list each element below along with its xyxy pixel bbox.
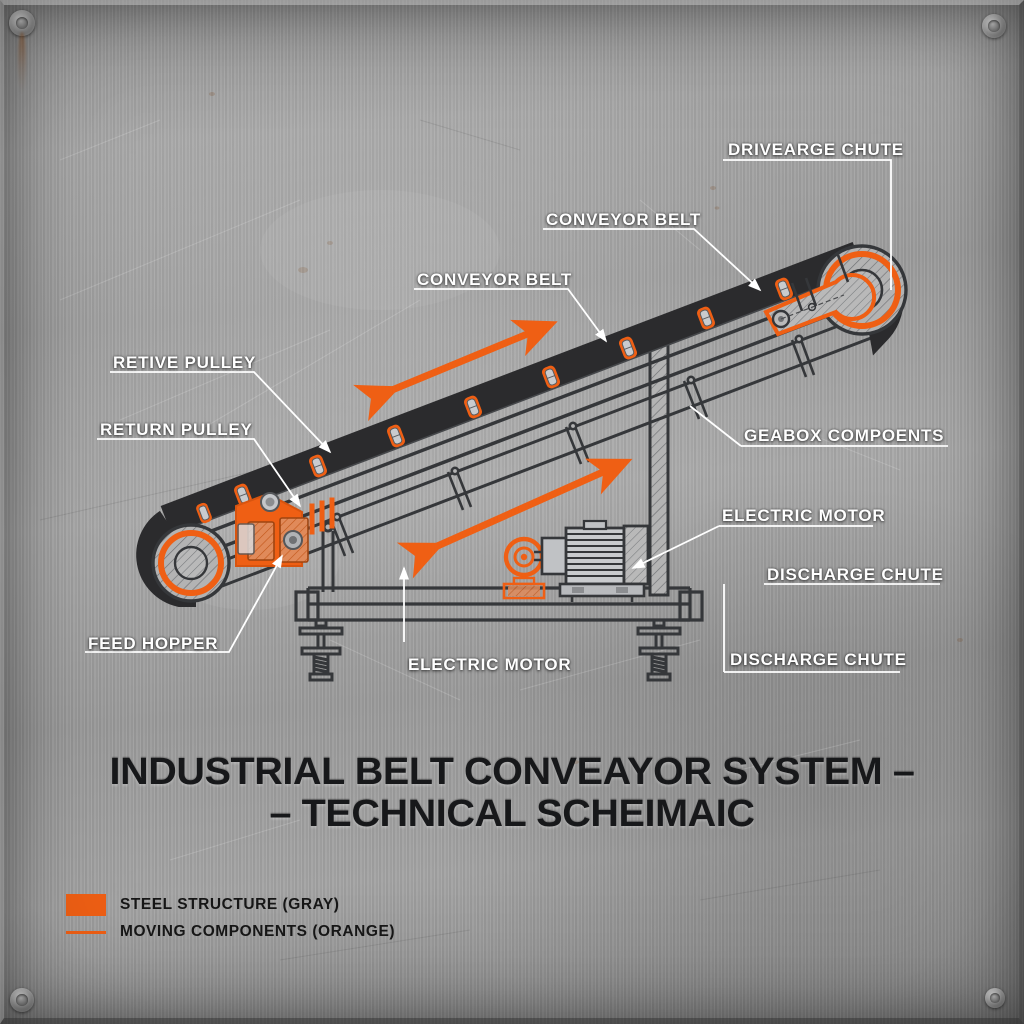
label-conveyor-belt-mid: CONVEYOR BELT xyxy=(417,270,573,289)
legend-swatch-block xyxy=(66,894,106,916)
screw-top-right xyxy=(982,14,1006,38)
secondary-support-leg xyxy=(321,521,335,592)
label-drive-chute: DRIVEARGE CHUTE xyxy=(728,140,904,159)
screw-bottom-left xyxy=(10,988,34,1012)
label-electric-motor-right: ELECTRIC MOTOR xyxy=(722,506,886,525)
label-drive-pulley: RETIVE PULLEY xyxy=(113,353,257,372)
label-discharge-chute-bottom: DISCHARGE CHUTE xyxy=(730,650,907,669)
label-conveyor-belt-top: CONVEYOR BELT xyxy=(546,210,702,229)
title-line-1: INDUSTRIAL BELT CONVEAYOR SYSTEM – xyxy=(109,751,915,793)
title-line-2: – TECHNICAL SCHEIMAIC xyxy=(269,792,755,835)
gearbox-takeup-arm xyxy=(763,273,877,337)
legend: STEEL STRUCTURE (GRAY) MOVING COMPONENTS… xyxy=(66,893,395,947)
page-title: INDUSTRIAL BELT CONVEAYOR SYSTEM – – TEC… xyxy=(0,751,1024,836)
adjustable-foot-right xyxy=(636,618,682,682)
label-feed-hopper: FEED HOPPER xyxy=(88,634,219,653)
leader-lines xyxy=(85,159,948,673)
return-pulley xyxy=(151,523,231,603)
legend-label-moving-components: MOVING COMPONENTS (ORANGE) xyxy=(120,923,396,940)
head-frame-members xyxy=(790,254,850,312)
direction-arrow-upper xyxy=(353,319,558,422)
label-electric-motor-bottom: ELECTRIC MOTOR xyxy=(408,655,572,674)
feed-hopper xyxy=(235,492,335,567)
legend-item-moving-components: MOVING COMPONENTS (ORANGE) xyxy=(66,920,395,944)
legend-swatch-line xyxy=(66,930,106,934)
adjustable-foot-left xyxy=(298,618,344,682)
legend-item-steel-structure: STEEL STRUCTURE (GRAY) xyxy=(66,893,395,917)
screw-top-left xyxy=(9,10,35,36)
legend-label-steel-structure: STEEL STRUCTURE (GRAY) xyxy=(120,896,340,913)
label-discharge-chute-top: DISCHARGE CHUTE xyxy=(767,565,944,584)
label-gearbox-components: GEABOX COMPOENTS xyxy=(744,426,945,445)
electric-motor xyxy=(502,519,650,602)
label-return-pulley: RETURN PULLEY xyxy=(100,420,253,439)
screw-bottom-right xyxy=(985,988,1005,1008)
direction-arrow-lower xyxy=(396,458,633,579)
